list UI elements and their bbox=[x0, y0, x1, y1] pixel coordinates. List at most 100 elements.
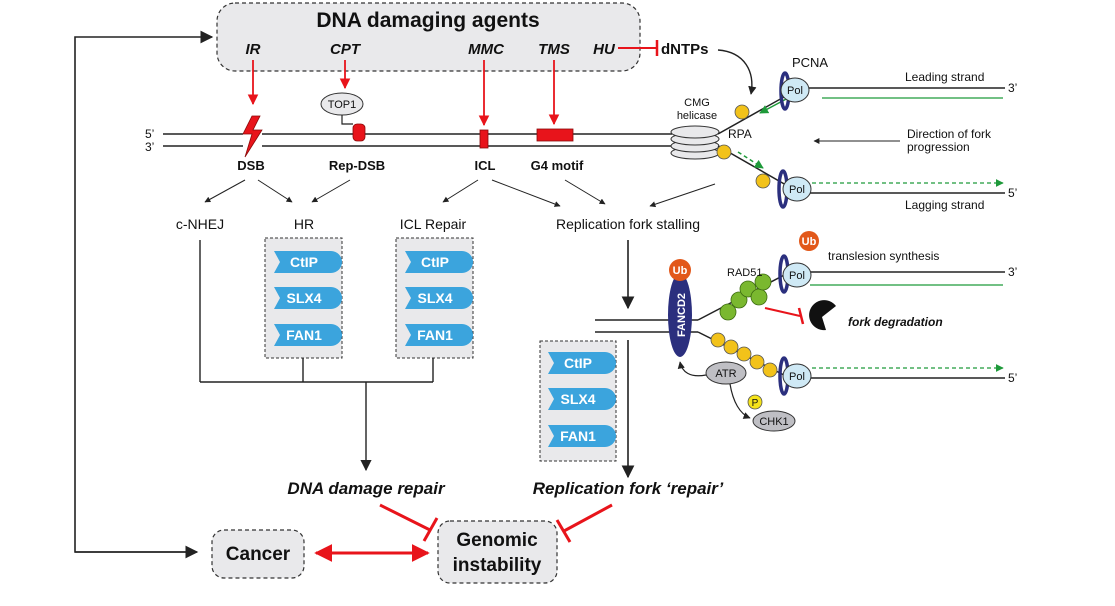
dsb-to-hr bbox=[257, 179, 293, 203]
repair-inhibit-bar bbox=[422, 517, 439, 542]
fan1-pill-icon bbox=[405, 324, 473, 346]
ub-label-pol: Ub bbox=[802, 236, 817, 248]
nuclease-box-icl: CtIP SLX4 FAN1 bbox=[395, 237, 474, 359]
fan1-label: FAN1 bbox=[417, 327, 453, 343]
pcna-label: PCNA bbox=[792, 55, 828, 70]
g4-motif-block bbox=[536, 128, 574, 142]
g4-to-stalling bbox=[564, 179, 606, 205]
fan1-pill-icon bbox=[274, 324, 342, 346]
direction-label-2: progression bbox=[907, 140, 970, 154]
dntps-arrow bbox=[717, 49, 757, 95]
ctip-pill-icon bbox=[548, 352, 616, 374]
dntps-label: dNTPs bbox=[661, 41, 709, 58]
fork-repair-inhibit-line bbox=[563, 503, 613, 533]
fork-degradation-label: fork degradation bbox=[848, 315, 943, 329]
repair-inhibit-line bbox=[379, 503, 431, 532]
pol-top-lagging-label: Pol bbox=[789, 184, 805, 196]
slx4-pill-icon bbox=[548, 388, 616, 410]
genomic-label-1: Genomic bbox=[456, 530, 538, 551]
atr-label: ATR bbox=[715, 368, 736, 380]
pol-stalled-lower-label: Pol bbox=[789, 371, 805, 383]
fork-repair-inhibit-bar bbox=[555, 519, 572, 543]
genomic-instability-box bbox=[437, 520, 558, 584]
lagging-synthesis-arrow bbox=[737, 151, 764, 169]
fan1-label: FAN1 bbox=[560, 428, 596, 444]
pol-top-leading-label: Pol bbox=[787, 85, 803, 97]
chk1-protein bbox=[752, 410, 796, 432]
lesion-g4: G4 motif bbox=[531, 158, 584, 173]
leading-synthesis-arrow bbox=[759, 96, 791, 114]
fork-to-stalling bbox=[649, 183, 716, 208]
pathway-hr: HR bbox=[294, 216, 314, 232]
pol-top-leading bbox=[780, 77, 810, 103]
rpa-dot bbox=[734, 104, 750, 120]
slx4-pill-icon bbox=[405, 287, 473, 309]
ctip-label: CtIP bbox=[564, 355, 592, 371]
slx4-label: SLX4 bbox=[560, 391, 595, 407]
pol-stalled-lower bbox=[782, 363, 812, 389]
dna-damage-repair-label: DNA damage repair bbox=[287, 479, 446, 498]
pathway-cnhej: c-NHEJ bbox=[176, 216, 224, 232]
pol-stalled-upper bbox=[782, 262, 812, 288]
phospho-badge bbox=[747, 394, 763, 410]
icl-crosslink bbox=[479, 129, 489, 149]
ub-label-fancd2: Ub bbox=[673, 265, 688, 277]
agents-box bbox=[216, 2, 641, 72]
lagging-strand-label: Lagging strand bbox=[905, 198, 984, 212]
rad51-label: RAD51 bbox=[727, 267, 762, 279]
fan1-pill-icon bbox=[548, 425, 616, 447]
stalled-upper-3prime: 3’ bbox=[1008, 265, 1017, 279]
nuclease-box-fork: CtIP SLX4 FAN1 bbox=[539, 340, 617, 462]
lesion-rep-dsb: Rep-DSB bbox=[329, 158, 385, 173]
atr-protein bbox=[705, 361, 747, 385]
icl-to-stalling bbox=[491, 179, 561, 207]
agent-hu: HU bbox=[593, 41, 616, 58]
rpa-label: RPA bbox=[728, 127, 752, 141]
icl-to-icl-repair bbox=[442, 179, 479, 203]
lesion-icl: ICL bbox=[475, 158, 496, 173]
stalled-lower-5prime: 5’ bbox=[1008, 371, 1017, 385]
agent-ir: IR bbox=[246, 41, 261, 58]
top1-label: TOP1 bbox=[328, 99, 357, 111]
pol-top-lagging bbox=[782, 176, 812, 202]
rpa-dot bbox=[755, 173, 771, 189]
nuclease-pacman-icon bbox=[809, 300, 836, 331]
dna-5prime: 5’ bbox=[145, 127, 154, 141]
dsb-lightning-icon bbox=[242, 115, 263, 158]
cancer-label: Cancer bbox=[226, 544, 291, 565]
rpa-dot bbox=[716, 144, 732, 160]
ctip-label: CtIP bbox=[290, 254, 318, 270]
agent-mmc: MMC bbox=[468, 41, 505, 58]
slx4-label: SLX4 bbox=[286, 290, 321, 306]
pathway-icl-repair: ICL Repair bbox=[400, 216, 467, 232]
cmg-label-1: CMG bbox=[684, 97, 710, 109]
leading-3prime: 3’ bbox=[1008, 81, 1017, 95]
phospho-label: P bbox=[752, 398, 759, 409]
fan1-label: FAN1 bbox=[286, 327, 322, 343]
fancd2-protein bbox=[668, 273, 692, 357]
pol-stalled-upper-label: Pol bbox=[789, 270, 805, 282]
atr-to-fancd2-arrow bbox=[677, 361, 707, 377]
rad51-filament bbox=[719, 273, 772, 321]
degradation-inhibit-line bbox=[764, 307, 801, 317]
cancer-box bbox=[211, 529, 305, 579]
cancer-feedback-line bbox=[74, 30, 214, 553]
slx4-pill-icon bbox=[274, 287, 342, 309]
translesion-label: translesion synthesis bbox=[828, 249, 939, 263]
direction-label-1: Direction of fork bbox=[907, 127, 992, 141]
agents-title: DNA damaging agents bbox=[316, 9, 539, 32]
genomic-label-2: instability bbox=[453, 555, 542, 576]
degradation-inhibit-bar bbox=[797, 307, 805, 325]
agent-tms: TMS bbox=[538, 41, 570, 58]
repdsb-to-hr bbox=[311, 179, 351, 203]
ctip-pill-icon bbox=[405, 251, 473, 273]
nuclease-box-hr: CtIP SLX4 FAN1 bbox=[264, 237, 343, 359]
dna-3prime: 3’ bbox=[145, 140, 154, 154]
leading-strand-label: Leading strand bbox=[905, 70, 984, 84]
fork-repair-label: Replication fork ‘repair’ bbox=[533, 479, 724, 498]
top1-link bbox=[341, 115, 353, 125]
dsb-to-cnhej bbox=[204, 179, 246, 203]
chk1-label: CHK1 bbox=[759, 416, 788, 428]
fancd2-label: FANCD2 bbox=[676, 293, 688, 337]
